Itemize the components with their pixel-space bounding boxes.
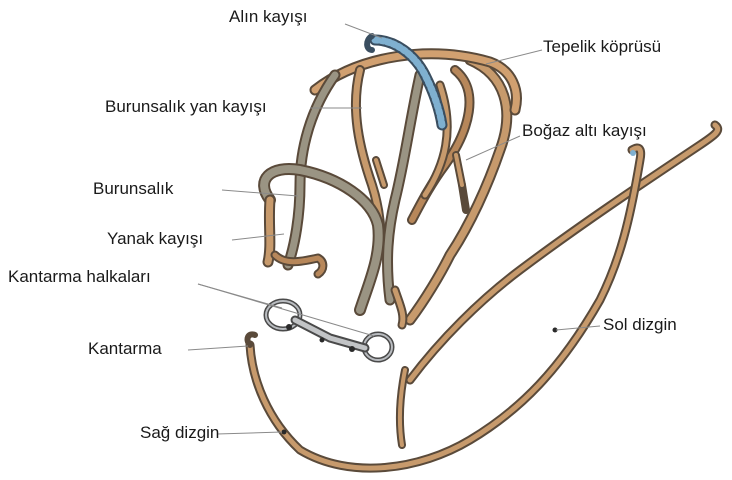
label-burunsalik-yan-kayisi: Burunsalık yan kayışı: [105, 98, 267, 115]
label-kantarma-halkalari: Kantarma halkaları: [8, 268, 151, 285]
label-tepelik-koprusu: Tepelik köprüsü: [543, 38, 661, 55]
label-bogaz-alti-kayisi: Boğaz altı kayışı: [522, 122, 647, 139]
label-kantarma: Kantarma: [88, 340, 162, 357]
label-yanak-kayisi: Yanak kayışı: [107, 230, 203, 247]
label-burunsalik: Burunsalık: [93, 180, 173, 197]
label-alin-kayisi: Alın kayışı: [229, 8, 307, 25]
label-sol-dizgin: Sol dizgin: [603, 316, 677, 333]
label-sag-dizgin: Sağ dizgin: [140, 424, 219, 441]
headstall-straps: [264, 54, 516, 325]
